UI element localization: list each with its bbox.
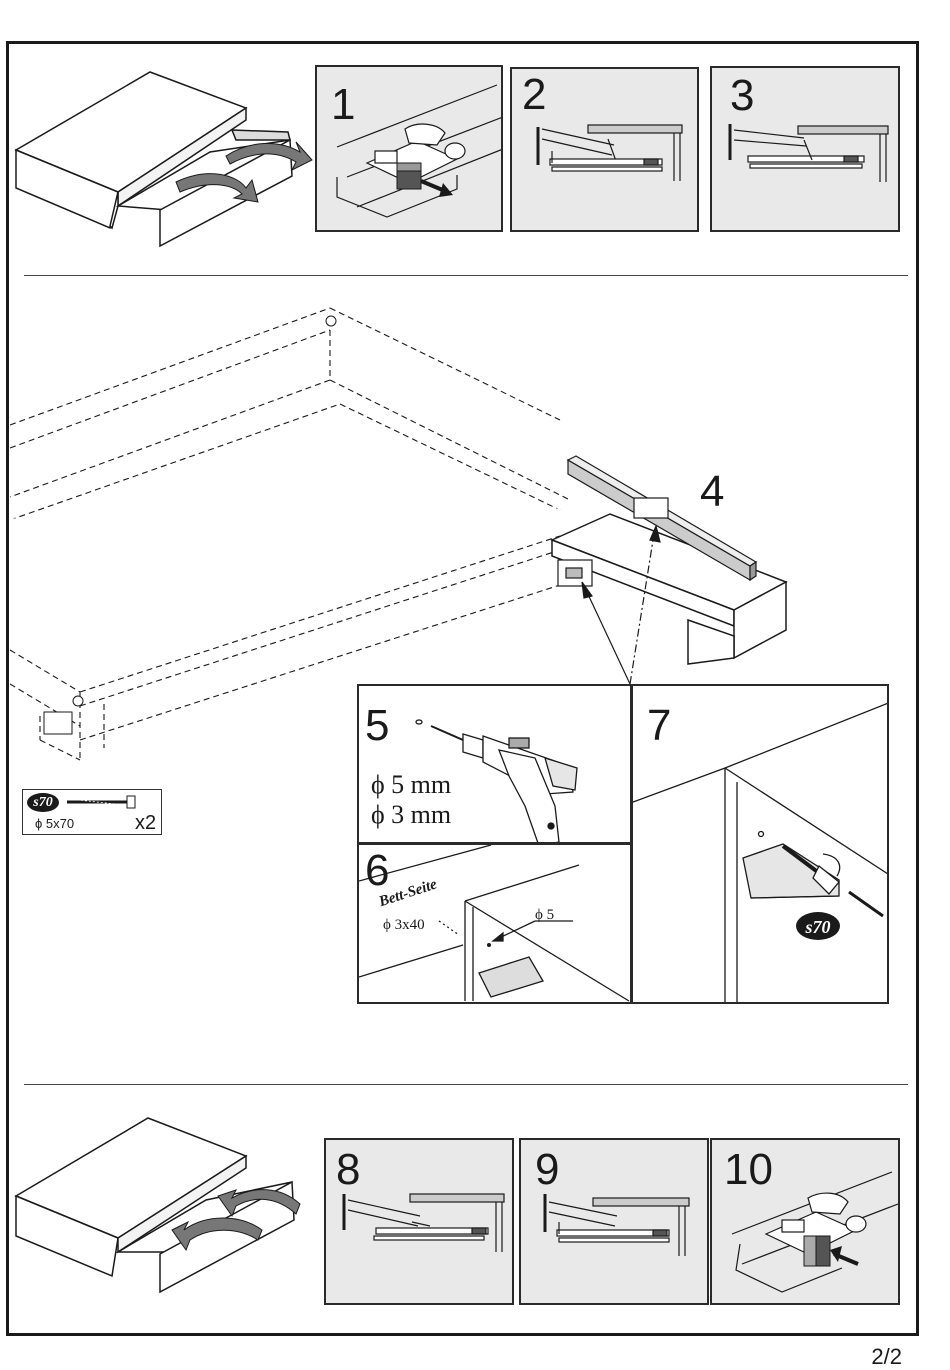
runner-lower-icon (543, 1194, 690, 1256)
screw-size-label: ϕ 3x40 (383, 917, 425, 933)
step-9-panel: 9 (519, 1138, 709, 1305)
step-1-panel: 1 (315, 65, 503, 232)
page-number: 2/2 (871, 1344, 902, 1369)
step-1-number: 1 (331, 80, 356, 129)
screw-code-badge: s70 (27, 793, 59, 812)
step-4-number: 4 (700, 467, 724, 516)
screw-quantity-text: x2 (135, 812, 157, 834)
page-frame (6, 41, 919, 1336)
step-2-number: 2 (522, 70, 547, 119)
screw-icon (67, 795, 136, 809)
step-10-number: 10 (724, 1145, 773, 1194)
step-8-number: 8 (336, 1145, 361, 1194)
step-9-number: 9 (535, 1145, 560, 1194)
runner-lift-icon (728, 124, 889, 182)
runner-screw-diagram: s70 (633, 702, 887, 1002)
screw-size-text: ϕ 5x70 (35, 816, 75, 831)
screw-spec-box: s70 ϕ 5x70 x2 (22, 789, 162, 835)
step-7-screw-badge: s70 (804, 917, 830, 937)
section-divider-bottom (24, 1084, 908, 1085)
runner-insert-icon (342, 1193, 505, 1252)
step-5-panel: 5 ϕ 5 mm ϕ 3 mm (357, 684, 632, 844)
step-3-panel: 3 (710, 66, 900, 232)
step-10-panel: 10 (710, 1138, 900, 1305)
step-3-number: 3 (730, 71, 755, 120)
hole-size-label: ϕ 5 (535, 907, 555, 923)
bed-side-hole-diagram (359, 845, 630, 1002)
drill-size-3mm: ϕ 3 mm (371, 800, 452, 829)
runner-side-view-icon (536, 124, 683, 181)
runner-clip-release-icon (336, 84, 501, 218)
drill-icon (415, 719, 578, 842)
step-6-number: 6 (365, 846, 390, 895)
step-8-panel: 8 (324, 1138, 514, 1305)
runner-clip-lock-icon (731, 1171, 898, 1293)
step-5-number: 5 (365, 701, 390, 750)
step-2-panel: 2 (510, 67, 699, 232)
section-divider-top (24, 275, 908, 276)
drill-size-5mm: ϕ 5 mm (371, 770, 452, 799)
step-7-panel: 7 s70 (631, 684, 889, 1004)
step-7-number: 7 (647, 701, 672, 750)
